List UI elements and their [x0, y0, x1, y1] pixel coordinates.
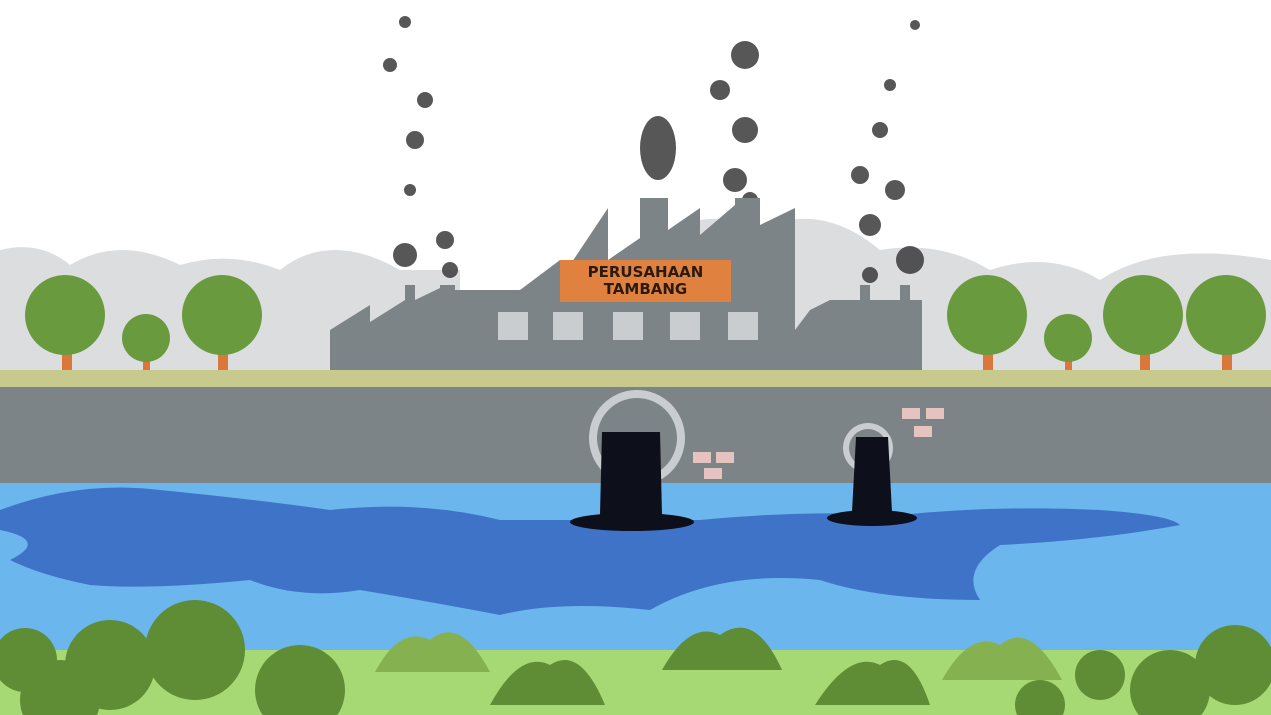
- factory-windows: [498, 312, 758, 340]
- company-sign: PERUSAHAAN TAMBANG: [560, 260, 731, 302]
- sign-line-1: PERUSAHAAN: [587, 263, 704, 281]
- bushes: [0, 600, 1271, 715]
- ground-strip: [0, 370, 1271, 387]
- trees: [25, 275, 1266, 374]
- wall-bricks: [693, 408, 944, 479]
- smoke: [383, 16, 924, 283]
- sign-line-2: TAMBANG: [603, 280, 688, 298]
- sewage-outflow: [570, 432, 917, 531]
